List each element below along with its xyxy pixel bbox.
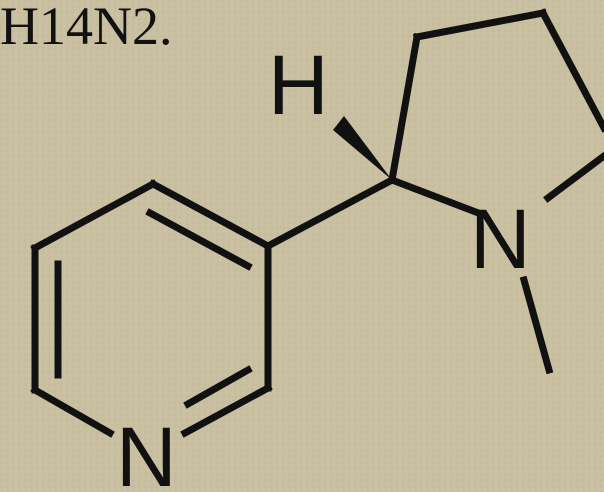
pyridine-ring [30, 179, 273, 438]
bond-c2-c3-pyrrolidine [387, 32, 422, 185]
bond-c2-c3-inner [145, 208, 253, 271]
bond-c4-n-inner [183, 365, 253, 409]
pyrrolidine-nitrogen-label: N [470, 192, 531, 286]
pyrrolidine-ring [387, 8, 604, 375]
bond-c5-c2 [30, 179, 158, 253]
bond-n-methyl [519, 275, 554, 375]
molecular-formula: H14N2. [0, 0, 173, 56]
bond-c4-c5-pyrrolidine [538, 8, 604, 133]
bond-c3-c4-pyrrolidine [412, 8, 548, 42]
wedge-bond-hydrogen [333, 116, 392, 180]
bond-c2-c3 [148, 179, 273, 251]
bond-n-c6 [30, 385, 115, 438]
bond-pyridine-to-pyrrolidine [263, 175, 397, 251]
bond-c5-n-pyrrolidine [543, 151, 604, 203]
bond-c2-n-pyrrolidine [387, 175, 486, 219]
hydrogen-label: H [268, 38, 329, 132]
pyridine-nitrogen-label: N [116, 410, 177, 492]
bond-c4-n [180, 383, 273, 438]
